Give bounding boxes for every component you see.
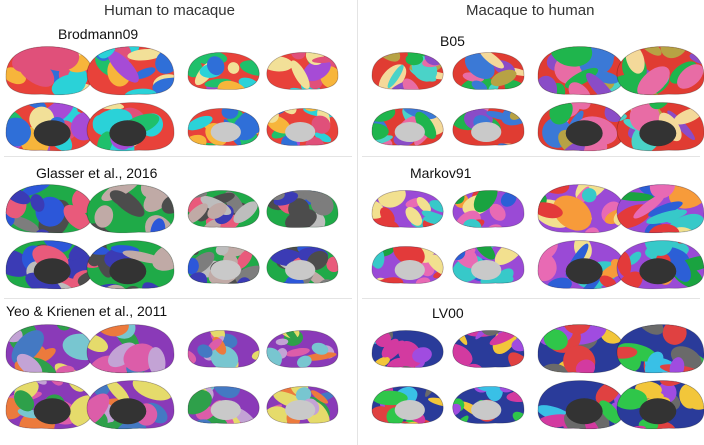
atlas-label-lv00: LV00 (432, 305, 464, 321)
atlas-label-brodmann: Brodmann09 (58, 26, 139, 42)
brain-panel-yeo (5, 324, 339, 430)
brain-panel-brodmann (5, 46, 339, 152)
brain-panel-glasser (5, 184, 339, 290)
atlas-label-yeo: Yeo & Krienen et al., 2011 (6, 303, 168, 319)
row-divider (4, 156, 352, 157)
row-divider (362, 298, 700, 299)
brain-panel-markov (371, 184, 704, 290)
atlas-label-markov: Markov91 (410, 165, 472, 181)
brain-panel-lv00 (371, 324, 704, 430)
brain-panel-b05 (371, 46, 704, 152)
left-column-title: Human to macaque (104, 2, 235, 19)
column-divider (357, 0, 358, 445)
row-divider (4, 298, 352, 299)
atlas-label-glasser: Glasser et al., 2016 (36, 165, 158, 181)
right-column-title: Macaque to human (466, 2, 595, 19)
atlas-label-b05: B05 (440, 33, 465, 49)
row-divider (362, 156, 700, 157)
